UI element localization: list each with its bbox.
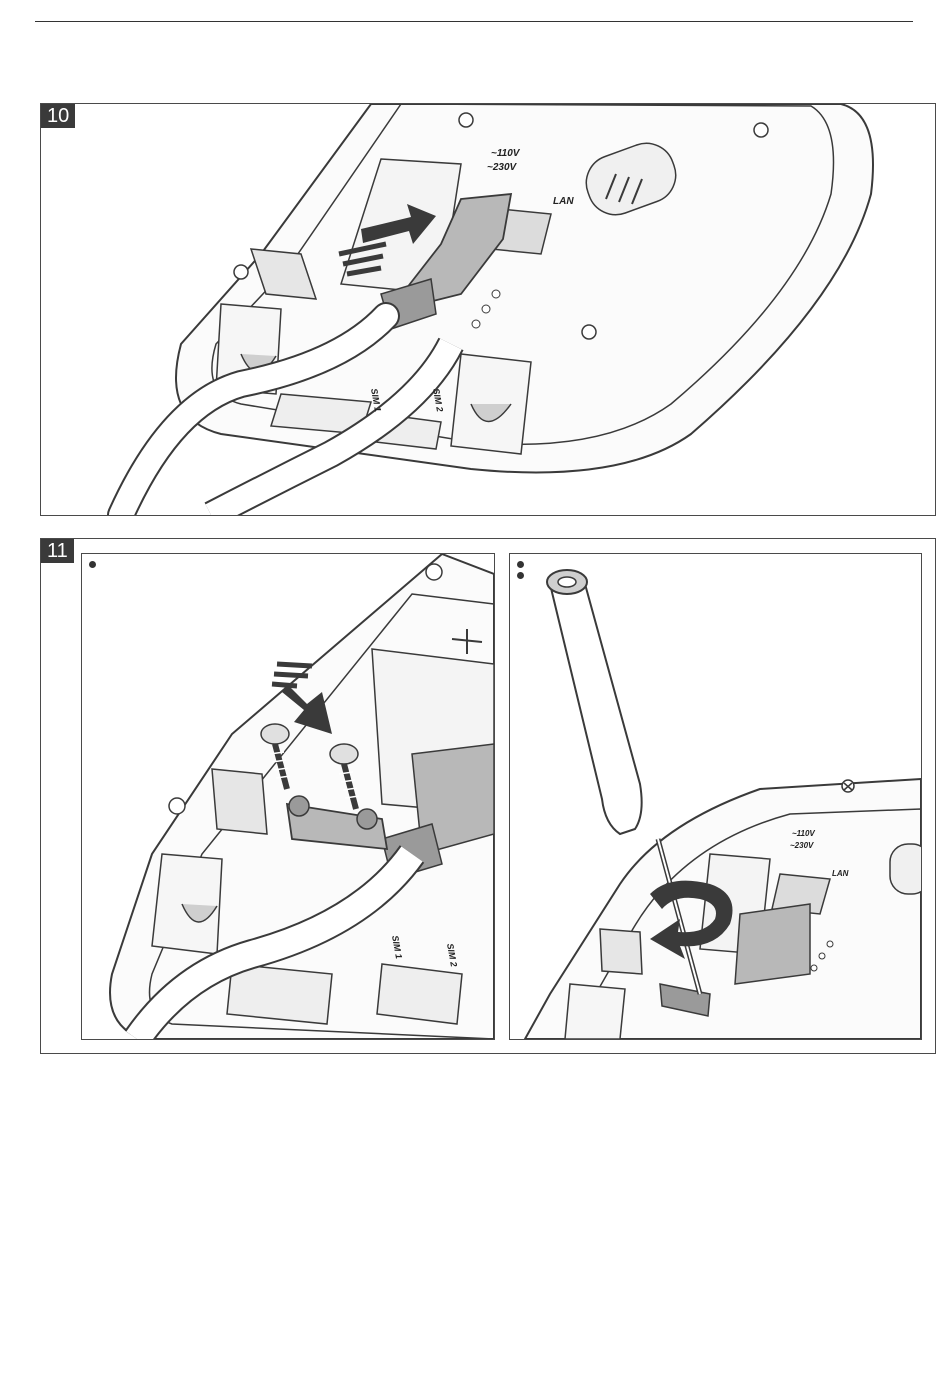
- header-rule: [35, 21, 913, 22]
- figure-10-panel: 10: [40, 103, 936, 516]
- label-230v: ~230V: [487, 162, 518, 173]
- label-lan: LAN: [553, 196, 574, 207]
- figure-11-right-illustration: ~110V ~230V LAN: [510, 554, 921, 1039]
- label-230v-right: ~230V: [790, 841, 814, 850]
- label-lan-right: LAN: [832, 869, 849, 878]
- figure-10-illustration: ~110V ~230V LAN SIM 1 SIM 2: [41, 104, 935, 515]
- label-110v-right: ~110V: [792, 829, 815, 838]
- figure-11-number: 11: [41, 539, 74, 563]
- figure-11-right: ~110V ~230V LAN: [509, 553, 922, 1040]
- figure-11-left: SIM 1 SIM 2: [81, 553, 495, 1040]
- label-110v: ~110V: [491, 148, 521, 159]
- figure-11-panel: 11: [40, 538, 936, 1054]
- figure-11-left-illustration: SIM 1 SIM 2: [82, 554, 494, 1039]
